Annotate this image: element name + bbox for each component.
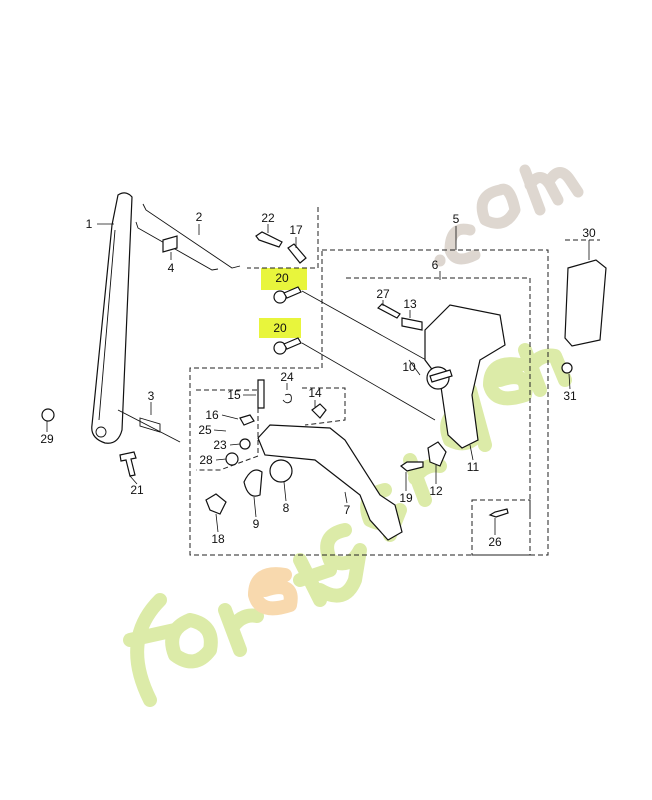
part-bolt-20-top xyxy=(273,286,302,304)
callout-25: 25 xyxy=(198,423,212,437)
part-rod-2 xyxy=(142,203,241,269)
callout-23: 23 xyxy=(213,438,227,452)
part-nut-31 xyxy=(561,362,573,374)
part-lever-arm xyxy=(91,192,133,444)
highlight-20-top xyxy=(261,268,307,290)
part-bolt-21 xyxy=(119,451,137,477)
callout-7: 7 xyxy=(344,503,351,517)
callout-21: 21 xyxy=(130,483,144,497)
callout-28: 28 xyxy=(199,453,213,467)
part-spring-3 xyxy=(117,409,181,443)
part-nut-16 xyxy=(239,414,255,426)
part-wingnut-18 xyxy=(205,493,227,515)
part-bolt-19 xyxy=(399,461,424,472)
callout-17: 17 xyxy=(289,223,303,237)
group-box-26 xyxy=(471,499,531,556)
callout-10: 10 xyxy=(402,360,416,374)
part-cam-9 xyxy=(243,469,263,497)
part-sleeve-17 xyxy=(287,243,307,264)
callout-27: 27 xyxy=(376,287,390,301)
callout-24: 24 xyxy=(280,370,294,384)
callout-29: 29 xyxy=(40,432,54,446)
callout-3: 3 xyxy=(148,389,155,403)
leader-20 xyxy=(301,290,436,421)
part-pin-14 xyxy=(311,403,327,419)
group-box-upper xyxy=(247,207,319,269)
callout-8: 8 xyxy=(283,501,290,515)
part-screw-26 xyxy=(488,508,509,518)
part-bracket-30 xyxy=(564,259,607,347)
callout-15: 15 xyxy=(227,388,241,402)
callout-labels: 1 2 3 4 5 6 7 8 9 10 11 12 13 14 15 16 1… xyxy=(40,210,596,549)
callout-31: 31 xyxy=(563,389,577,403)
leader-lines xyxy=(46,223,590,535)
callout-30: 30 xyxy=(582,226,596,240)
part-spring-15 xyxy=(257,379,265,409)
callout-4: 4 xyxy=(168,261,175,275)
part-spring-13 xyxy=(401,317,423,331)
callout-20-bottom: 20 xyxy=(273,321,287,335)
callout-12: 12 xyxy=(429,484,443,498)
callout-9: 9 xyxy=(253,517,260,531)
callout-13: 13 xyxy=(403,297,417,311)
callout-14: 14 xyxy=(308,386,322,400)
group-box-small xyxy=(196,389,259,471)
callout-26: 26 xyxy=(488,535,502,549)
callout-20-top: 20 xyxy=(275,271,289,285)
callout-1: 1 xyxy=(86,217,93,231)
callout-19: 19 xyxy=(399,491,413,505)
callout-5: 5 xyxy=(453,212,460,226)
part-nut-29 xyxy=(41,408,55,422)
callout-22: 22 xyxy=(261,211,275,225)
part-washer-23 xyxy=(239,438,251,450)
callout-6: 6 xyxy=(432,258,439,272)
group-box-14 xyxy=(302,387,346,426)
group-box-6 xyxy=(346,277,531,515)
callout-16: 16 xyxy=(205,408,219,422)
part-bolt-22 xyxy=(255,231,283,248)
highlight-20-bottom xyxy=(259,318,301,338)
part-stud xyxy=(429,369,453,383)
callout-2: 2 xyxy=(196,210,203,224)
part-washer-8 xyxy=(269,459,293,483)
callout-18: 18 xyxy=(211,532,225,546)
callout-11: 11 xyxy=(467,460,480,474)
part-clip-24 xyxy=(282,393,292,404)
part-clip-12 xyxy=(427,441,447,467)
part-bolt-20-bottom xyxy=(273,337,302,355)
group-box-5 xyxy=(189,249,549,556)
part-arm-7 xyxy=(257,424,403,541)
part-nut-28 xyxy=(225,452,239,466)
part-bolt-27 xyxy=(376,303,401,319)
part-spring-4 xyxy=(162,235,178,253)
